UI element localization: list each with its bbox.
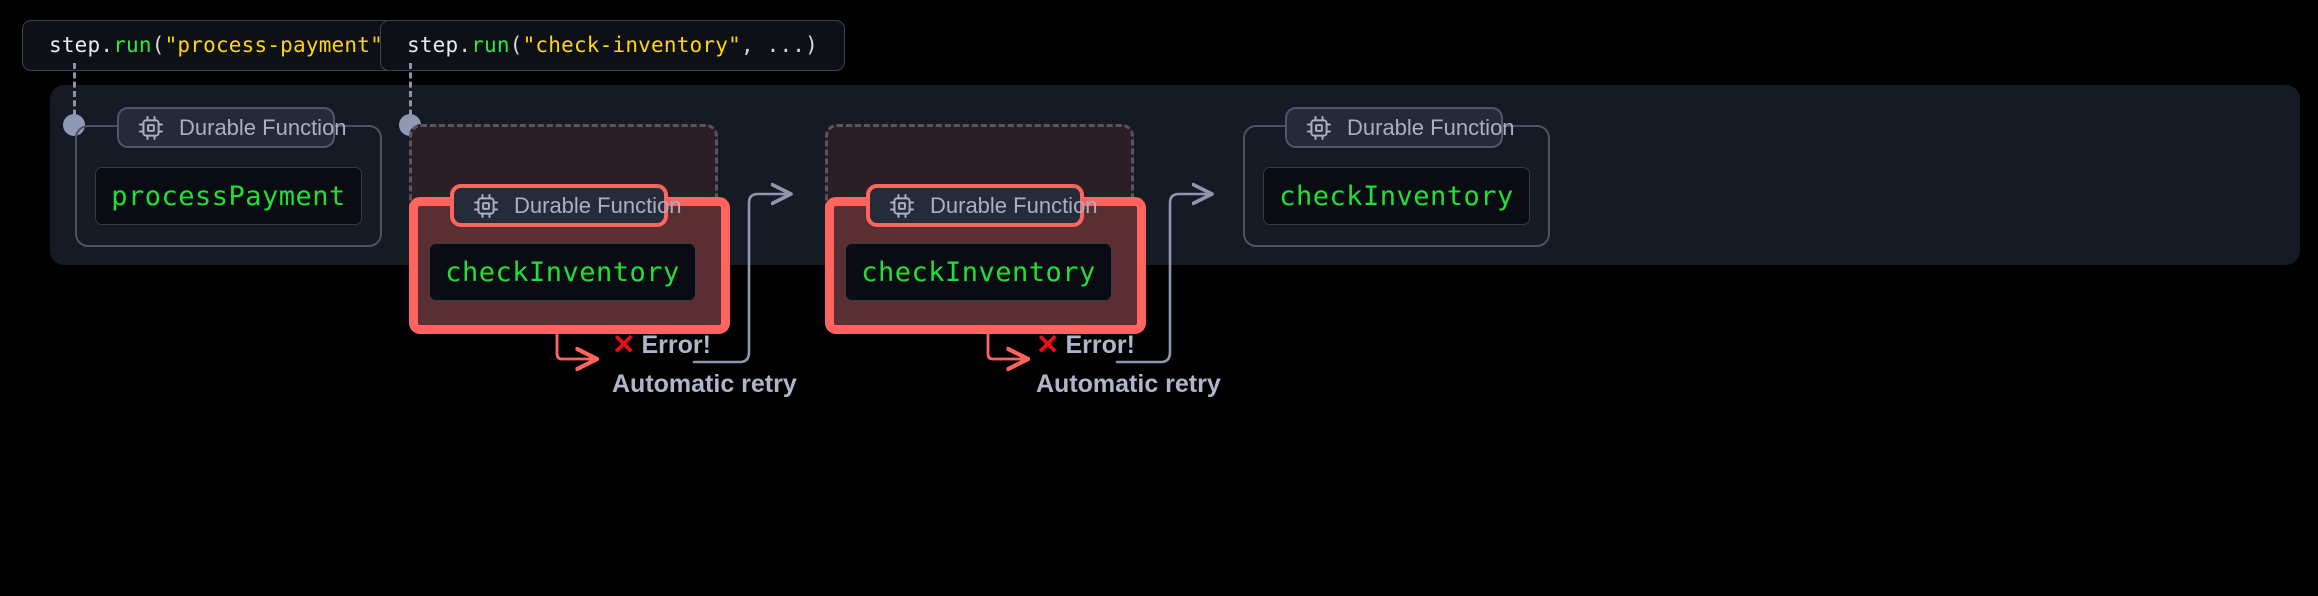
- error-note-1: ✕ Error! Automatic retry: [612, 331, 797, 397]
- error-headline-1: ✕ Error!: [612, 331, 797, 359]
- code-method: run: [113, 33, 152, 57]
- cpu-chip-icon: [472, 192, 500, 220]
- durable-function-badge-label: Durable Function: [930, 192, 1098, 218]
- function-name-label: checkInventory: [445, 256, 680, 288]
- function-name-label: checkInventory: [1279, 180, 1514, 212]
- code-open-paren: (: [509, 33, 523, 57]
- error-x-icon: ✕: [1036, 329, 1060, 360]
- durable-function-badge-2: Durable Function: [450, 184, 682, 227]
- code-dot: .: [100, 33, 114, 57]
- durable-function-badge-3: Durable Function: [866, 184, 1098, 227]
- code-method: run: [471, 33, 510, 57]
- code-callout-check-inventory: step.run("check-inventory", ...): [380, 20, 845, 71]
- code-object: step: [49, 33, 101, 57]
- code-open-paren: (: [151, 33, 165, 57]
- code-dot: .: [458, 33, 472, 57]
- durable-function-badge-label: Durable Function: [1347, 114, 1515, 140]
- automatic-retry-label: Automatic retry: [1036, 370, 1221, 398]
- durable-function-badge-label: Durable Function: [179, 114, 347, 140]
- code-plate-process-payment: processPayment: [95, 167, 362, 225]
- automatic-retry-label: Automatic retry: [612, 370, 797, 398]
- function-name-label: processPayment: [111, 180, 346, 212]
- code-rest: , ...): [740, 33, 818, 57]
- code-plate-check-inventory-success: checkInventory: [1263, 167, 1530, 225]
- error-label: Error!: [1065, 330, 1135, 359]
- cpu-chip-icon: [1305, 114, 1333, 142]
- durable-function-badge-1: Durable Function: [117, 107, 347, 148]
- code-argument: "check-inventory": [522, 33, 741, 57]
- cpu-chip-icon: [888, 192, 916, 220]
- code-plate-check-inventory-2: checkInventory: [845, 243, 1112, 301]
- cpu-chip-icon: [137, 114, 165, 142]
- code-object: step: [407, 33, 459, 57]
- code-plate-check-inventory-1: checkInventory: [429, 243, 696, 301]
- error-headline-2: ✕ Error!: [1036, 331, 1221, 359]
- durable-function-badge-label: Durable Function: [514, 192, 682, 218]
- function-name-label: checkInventory: [861, 256, 1096, 288]
- error-note-2: ✕ Error! Automatic retry: [1036, 331, 1221, 397]
- error-x-icon: ✕: [612, 329, 636, 360]
- durable-function-badge-4: Durable Function: [1285, 107, 1515, 148]
- workflow-panel: [50, 85, 2300, 265]
- error-label: Error!: [641, 330, 711, 359]
- callout-leader-line-1: [73, 63, 76, 125]
- code-argument: "process-payment": [164, 33, 383, 57]
- callout-leader-line-2: [409, 63, 412, 125]
